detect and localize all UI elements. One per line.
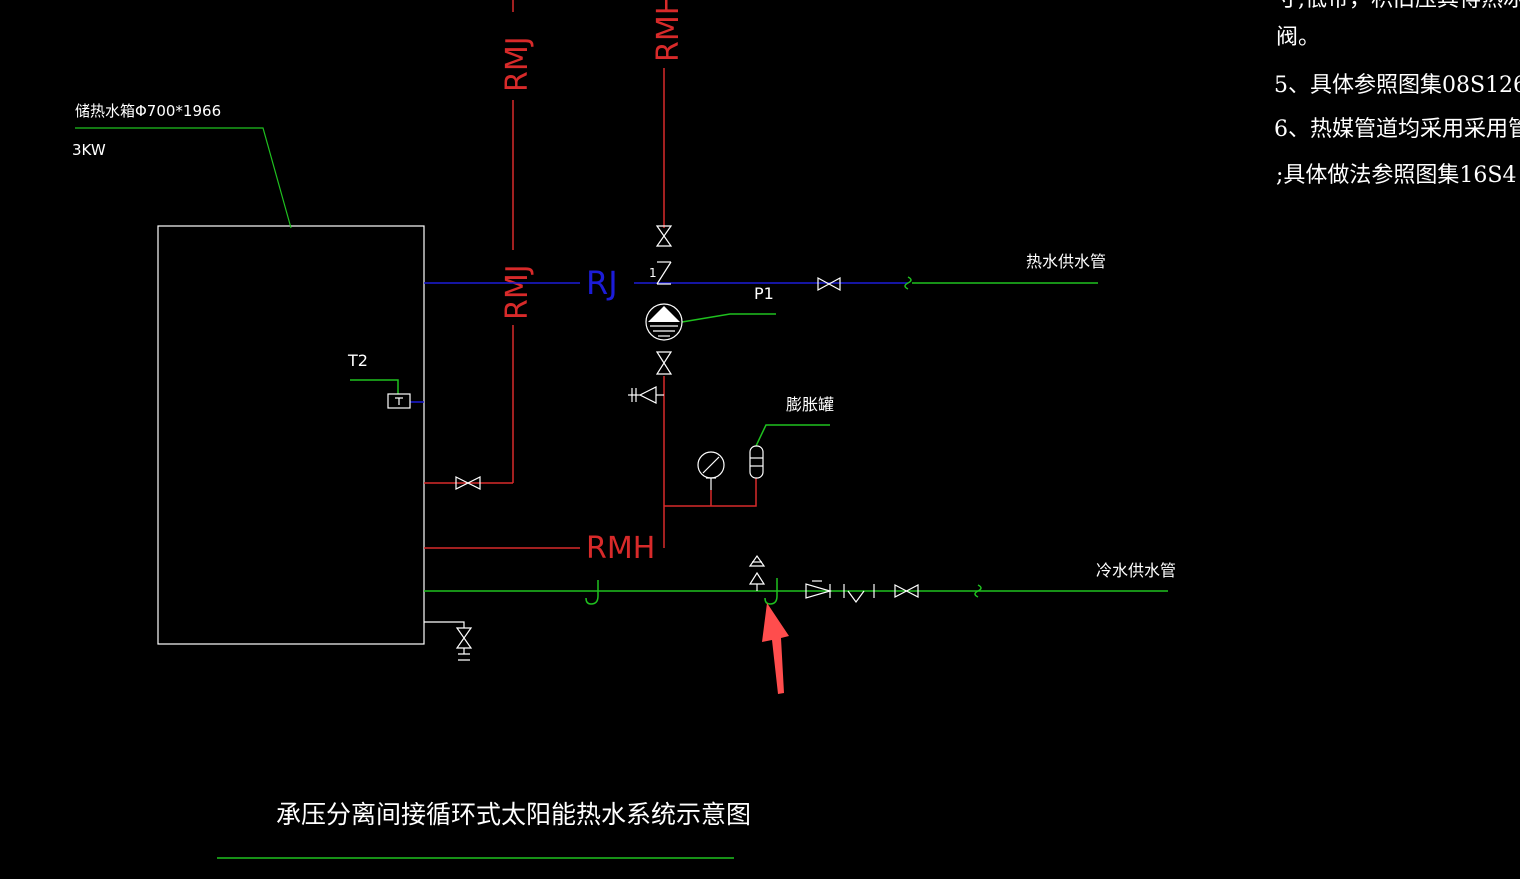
note-line-1: 阀。 xyxy=(1276,25,1320,50)
safety-valve-icon xyxy=(748,554,766,591)
rmj-top-label: RMJ xyxy=(500,36,535,92)
cold-supply-label: 冷水供水管 xyxy=(1096,561,1176,580)
note-line-4: ;具体做法参照图集16S4 xyxy=(1276,163,1516,188)
note-line-0: 寸,低带，积旧压其得热冰误目 xyxy=(1276,0,1520,12)
tank-leader-line xyxy=(75,127,292,229)
green-pipes xyxy=(350,276,1168,605)
check-mark-label: 1 xyxy=(649,266,657,280)
expansion-tank-icon xyxy=(749,445,764,479)
check-valve-icon xyxy=(656,261,672,285)
annotation-arrow-icon xyxy=(762,603,789,694)
gate-valve-hot-supply-icon xyxy=(817,276,841,292)
blue-pipe xyxy=(410,282,908,403)
side-drain-valve-icon xyxy=(628,386,664,404)
cold-check-valve-icon xyxy=(805,580,833,599)
note-line-2: 5、具体参照图集08S126 P7 xyxy=(1274,73,1520,98)
notes: 寸,低带，积旧压其得热冰误目 阀。 5、具体参照图集08S126 P7 6、热媒… xyxy=(1274,0,1520,188)
rj-label: RJ xyxy=(586,264,618,302)
temperature-sensor-icon xyxy=(387,393,411,409)
rmh-bottom-label: RMH xyxy=(586,531,655,566)
strainer-icon xyxy=(843,584,875,604)
rmh-top-label: RMH xyxy=(651,0,686,62)
tank-power: 3KW xyxy=(72,141,106,159)
gate-valve-vertical-upper-icon xyxy=(655,225,673,247)
gate-valve-cold-supply-icon xyxy=(894,584,919,598)
pump-label: P1 xyxy=(754,284,774,303)
gate-valve-rmj-icon xyxy=(455,476,481,490)
pressure-gauge-icon xyxy=(697,451,725,490)
tank-drain-valve-icon xyxy=(424,621,473,661)
hot-supply-label: 热水供水管 xyxy=(1026,252,1106,271)
tank-label: 储热水箱Φ700*1966 xyxy=(75,102,221,120)
gate-valve-vertical-lower-icon xyxy=(655,351,673,375)
fittings xyxy=(387,225,919,661)
sensor-label: T2 xyxy=(347,351,368,370)
pump-icon xyxy=(645,303,683,341)
storage-tank xyxy=(157,225,425,645)
note-line-3: 6、热媒管道均采用采用管 xyxy=(1274,117,1520,142)
expansion-tank-label: 膨胀罐 xyxy=(786,395,834,414)
rmj-mid-label: RMJ xyxy=(500,264,535,320)
red-pipes xyxy=(424,0,757,549)
diagram-title: 承压分离间接循环式太阳能热水系统示意图 xyxy=(276,800,751,829)
